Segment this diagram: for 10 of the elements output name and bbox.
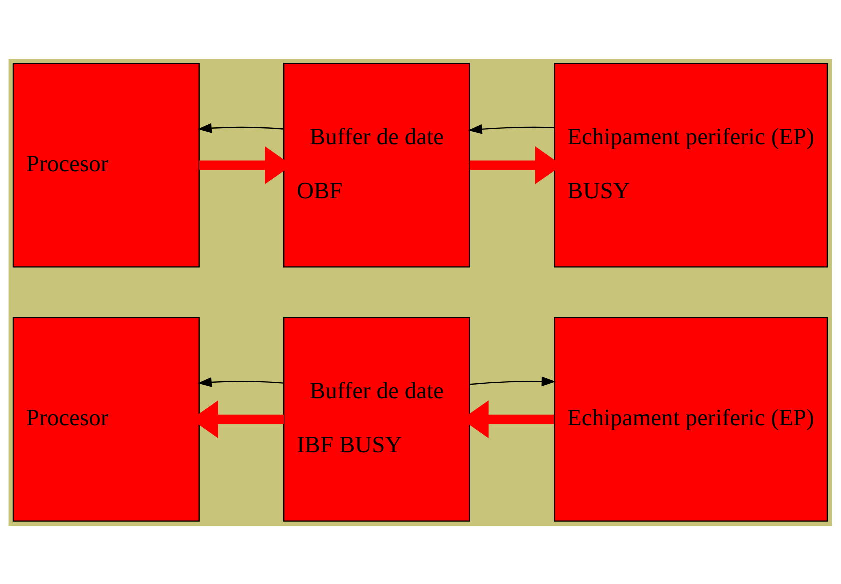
node-box: Buffer de date IBF BUSY (283, 316, 470, 522)
arrow (198, 377, 284, 387)
arrow (468, 124, 554, 134)
node-box: Echipament periferic (EP) BUSY (554, 62, 828, 268)
node-box: Buffer de date OBF (283, 62, 470, 268)
node-box: Procesor (12, 62, 200, 268)
node-box: Procesor (12, 316, 200, 522)
arrow (198, 122, 284, 133)
node-box: Echipament periferic (EP) (554, 316, 828, 522)
arrow (470, 376, 556, 386)
